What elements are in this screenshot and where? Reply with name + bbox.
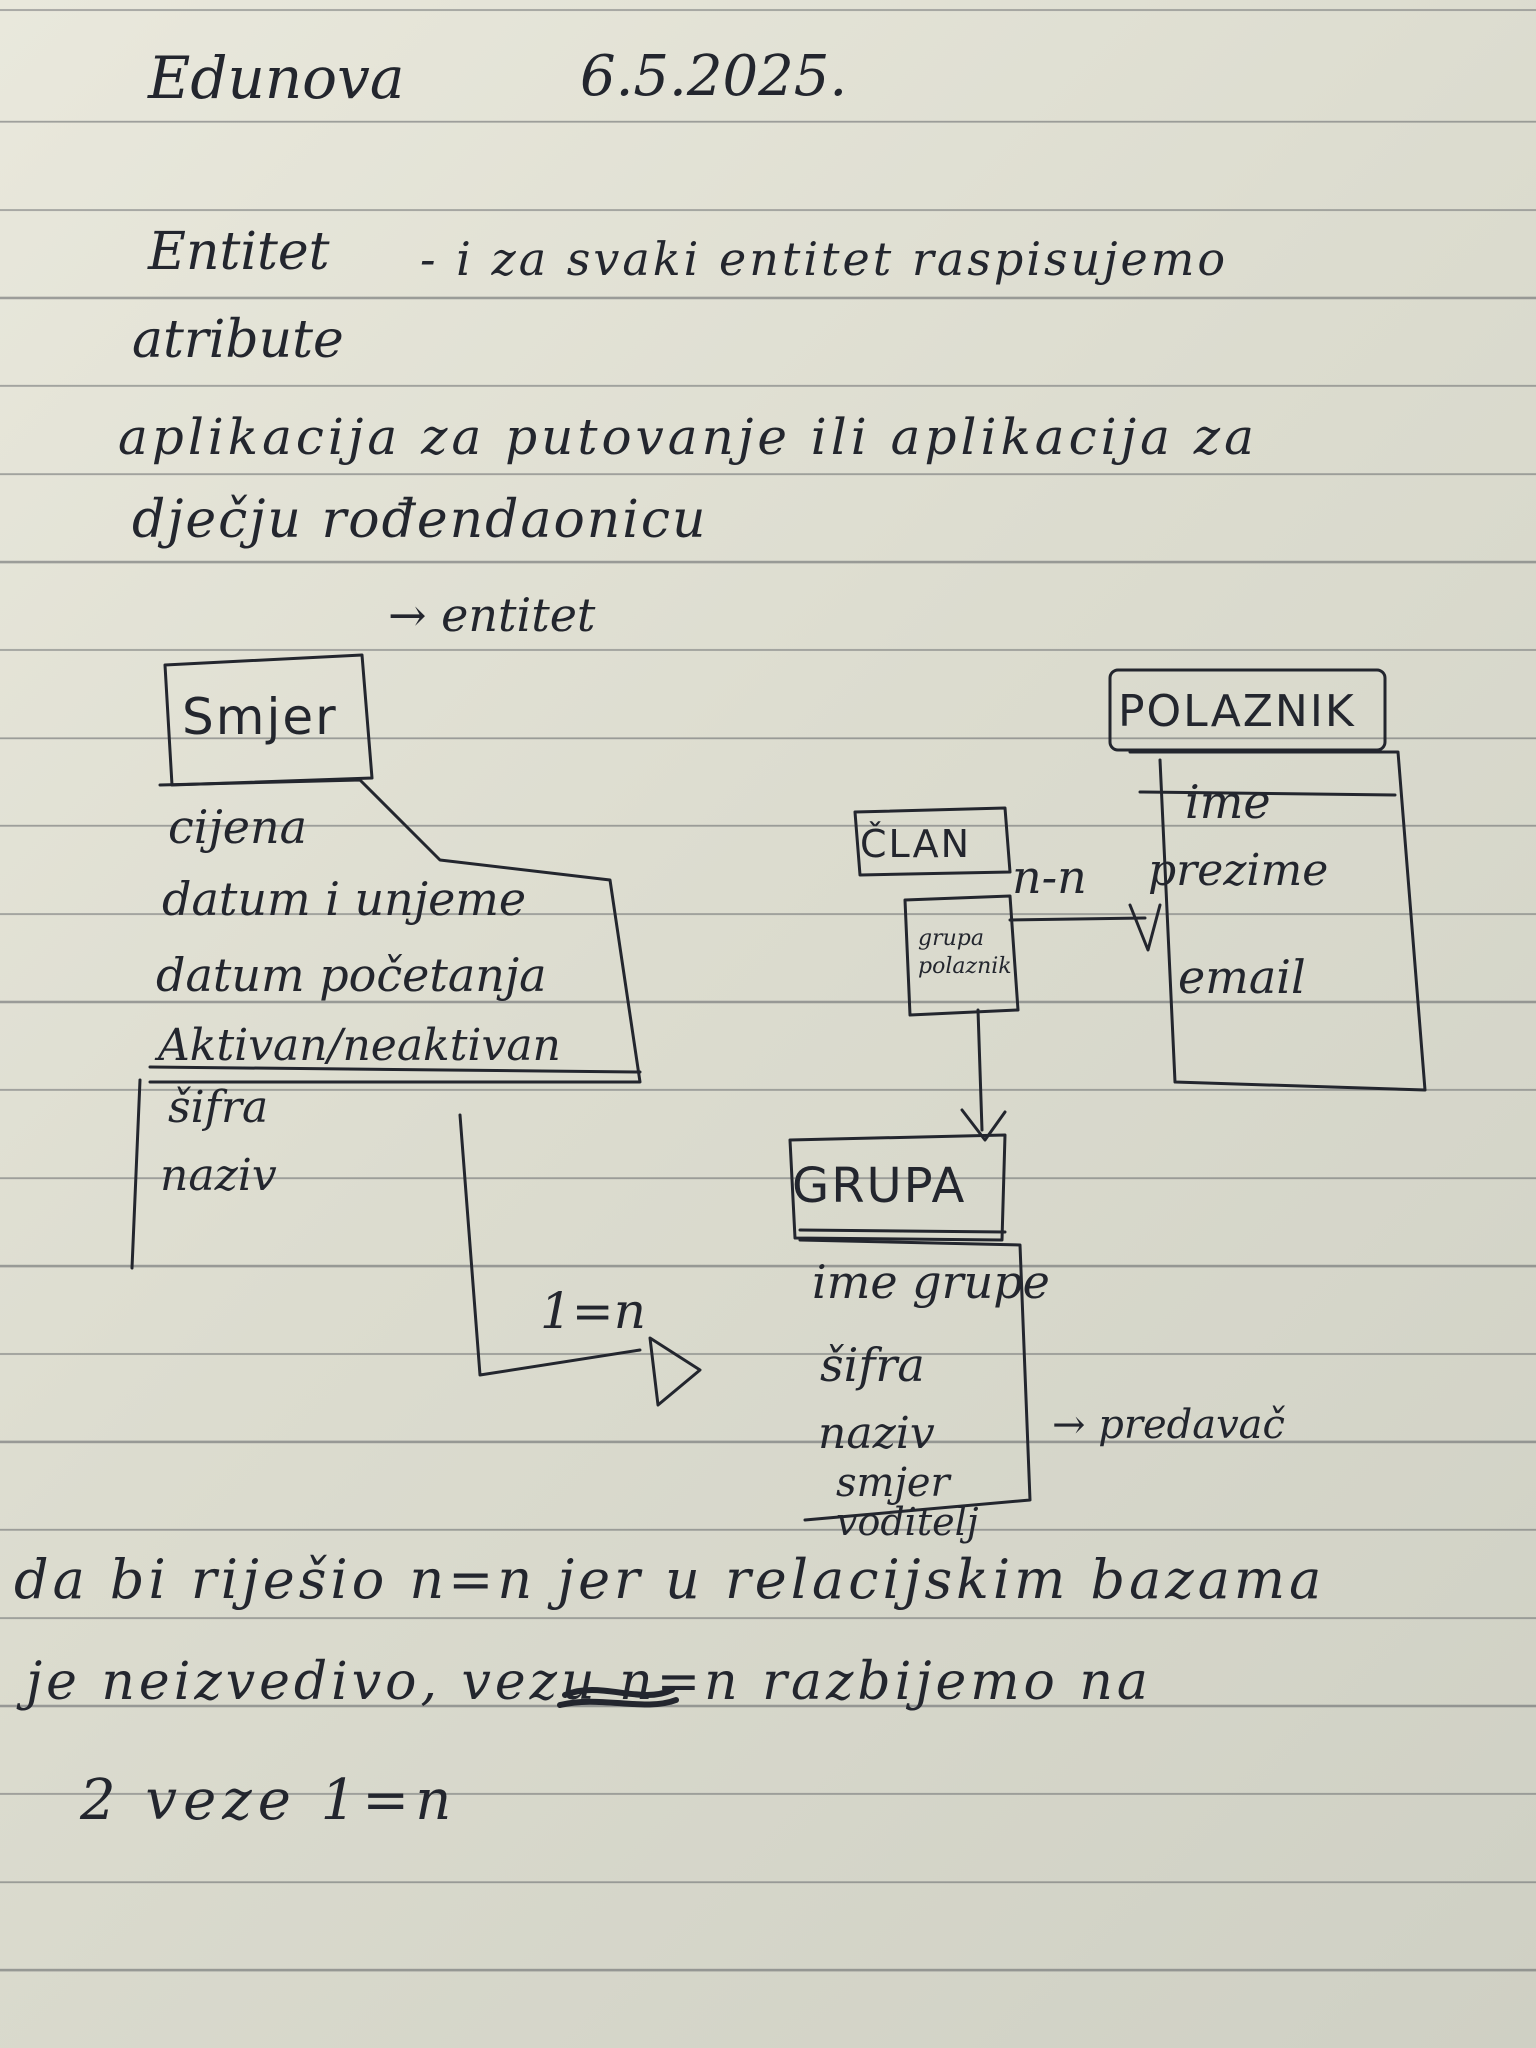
smjer-attr-outline <box>148 778 642 1084</box>
smjer-grupa-connector <box>458 1113 642 1377</box>
clan-inner-box <box>903 894 1020 1017</box>
smjer-attr-underline <box>148 1065 642 1074</box>
grupa-row-line <box>798 1228 1007 1234</box>
smjer-attr-6: naziv <box>160 1150 277 1201</box>
clan-polaznik-arrowhead <box>1128 903 1162 952</box>
smjer-title-box <box>163 653 374 787</box>
polaznik-attr-box <box>1128 750 1427 1092</box>
grupa-attr-5: voditelj <box>836 1500 979 1544</box>
polaznik-attr-1: ime <box>1185 775 1271 829</box>
polaznik-attr-2: prezime <box>1148 845 1329 896</box>
grupa-attr-2: šifra <box>820 1338 925 1392</box>
intro-term: Entitet <box>148 222 330 282</box>
polaznik-row-line <box>1138 790 1397 797</box>
smjer-attr-5: šifra <box>168 1082 269 1133</box>
intro-line3: aplikacija za putovanje ili aplikacija z… <box>118 408 1258 466</box>
smjer-grupa-arrowhead <box>648 1336 702 1407</box>
clan-polaznik-connector <box>1008 916 1147 922</box>
smjer-attr-1: cijena <box>168 800 308 854</box>
smjer-left-border <box>130 1078 142 1270</box>
relation-smjer-grupa: 1=n <box>540 1282 646 1340</box>
smjer-attr-2: datum i unjeme <box>162 872 527 926</box>
relation-clan-polaznik: n-n <box>1012 850 1087 904</box>
polaznik-title-box <box>1108 668 1387 752</box>
intro-line1-rest: - i za svaki entitet raspisujemo <box>420 232 1229 286</box>
intro-line4: dječju rođendaonicu <box>132 490 708 550</box>
grupa-title-box <box>788 1133 1007 1242</box>
footer-line1: da bi riješio n=n jer u relacijskim baza… <box>14 1548 1326 1611</box>
grupa-attr-3: naziv <box>818 1408 935 1459</box>
footer-line2: je neizvedivo, vezu n=n razbijemo na <box>26 1652 1152 1712</box>
footer-line3: 2 veze 1=n <box>80 1768 458 1833</box>
smjer-title: Smjer <box>182 688 338 746</box>
clan-title-box <box>853 806 1012 877</box>
header-place: Edunova <box>148 44 405 112</box>
smjer-attr-4: Aktivan/neaktivan <box>158 1020 561 1071</box>
clan-grupa-connector <box>976 1008 984 1132</box>
header-date: 6.5.2025. <box>580 44 848 109</box>
polaznik-title: POLAZNIK <box>1118 686 1356 737</box>
intro-arrow-note: → entitet <box>388 588 596 642</box>
clan-title: ČLAN <box>860 822 971 866</box>
grupa-attr-4: smjer <box>836 1460 950 1506</box>
grupa-attr-box <box>798 1238 1032 1522</box>
grupa-side-note: → predavač <box>1052 1402 1285 1448</box>
clan-grupa-arrowhead <box>960 1108 1007 1142</box>
grupa-title: GRUPA <box>792 1158 967 1214</box>
smjer-attr-3: datum početanja <box>156 948 547 1002</box>
clan-inner: grupa polaznik <box>918 926 1012 979</box>
polaznik-attr-3: email <box>1178 950 1306 1004</box>
grupa-attr-1: ime grupe <box>812 1255 1050 1309</box>
intro-line2: atribute <box>132 310 344 370</box>
crossed-out-scribble <box>557 1687 679 1708</box>
